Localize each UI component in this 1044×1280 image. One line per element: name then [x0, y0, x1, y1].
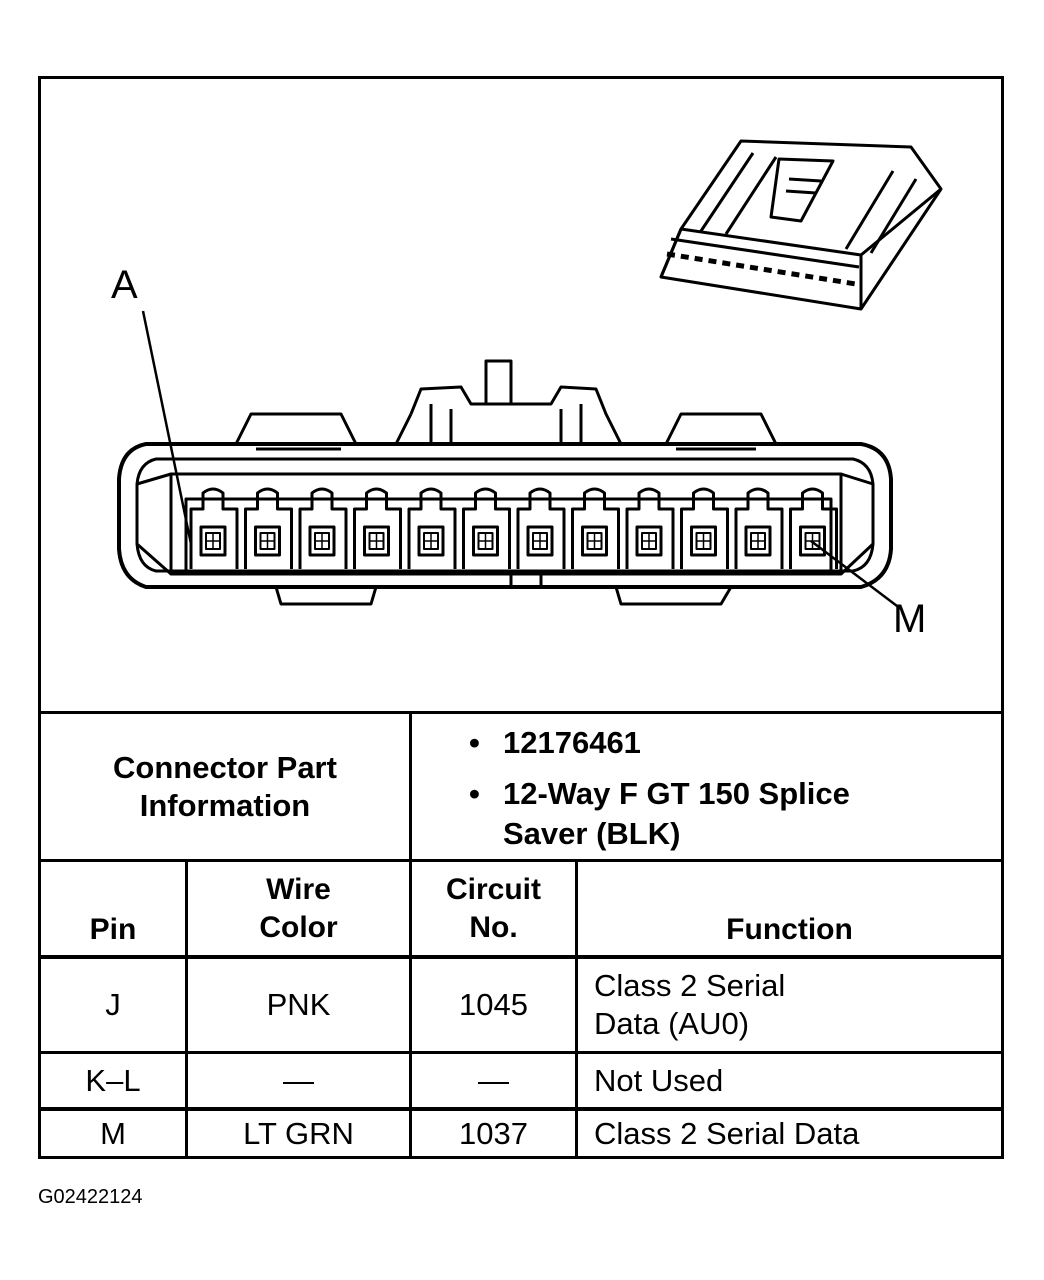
divider-partinfo-vertical [409, 711, 412, 861]
header-pin-text: Pin [89, 913, 137, 946]
row-kl-wire-color-text: — [283, 1062, 314, 1098]
row-j-circuit: 1045 [412, 959, 575, 1051]
terminal-cavity [734, 487, 784, 569]
row-j-pin-text: J [105, 987, 121, 1022]
header-circuit-no: Circuit No. [412, 862, 575, 955]
row-j-wire-color-text: PNK [266, 987, 331, 1022]
divider-partinfo-header [41, 859, 1001, 862]
terminal-cavity [625, 487, 675, 569]
terminal-cavity [571, 487, 620, 569]
row-j-wire-color: PNK [188, 959, 409, 1051]
terminal-cavity [516, 487, 566, 569]
row-m-function: Class 2 Serial Data [594, 1111, 994, 1156]
row-kl-circuit-text: — [478, 1062, 509, 1098]
row-kl-circuit: — [412, 1054, 575, 1107]
terminal-cavities [189, 487, 838, 569]
row-j-pin: J [41, 959, 185, 1051]
terminal-cavity [298, 487, 348, 569]
row-m-wire-color: LT GRN [188, 1111, 409, 1156]
row-m-pin-text: M [100, 1115, 126, 1151]
figure-id: G02422124 [38, 1186, 143, 1208]
row-j-circuit-text: 1045 [459, 987, 528, 1022]
pin-a-leader-line [141, 310, 193, 545]
part-info-label-text: Connector Part Information [113, 749, 337, 823]
part-number-bullet: • 12176461 [469, 723, 641, 763]
header-wire-color: Wire Color [188, 862, 409, 955]
header-circuit-no-text: Circuit No. [445, 872, 541, 944]
row-j-function-text: Class 2 Serial Data (AU0) [594, 968, 786, 1041]
row-kl-wire-color: — [188, 1054, 409, 1107]
row-m-pin: M [41, 1111, 185, 1156]
terminal-cavity [353, 487, 402, 569]
divider-col-pin [185, 859, 188, 1159]
pin-m-label: M [893, 597, 927, 641]
terminal-cavity [407, 487, 457, 569]
header-function: Function [578, 862, 1001, 955]
row-m-function-text: Class 2 Serial Data [594, 1115, 860, 1151]
terminal-cavity [680, 487, 729, 569]
row-m-wire-color-text: LT GRN [243, 1115, 354, 1151]
header-wire-color-text: Wire Color [259, 872, 338, 944]
row-m-circuit-text: 1037 [459, 1115, 528, 1151]
row-j-function: Class 2 Serial Data (AU0) [594, 959, 994, 1051]
pin-a-label: A [111, 263, 138, 307]
header-pin: Pin [41, 862, 185, 955]
bullet-icon: • [469, 776, 480, 811]
divider-row2-row3 [41, 1107, 1001, 1111]
part-description-bullet: • 12-Way F GT 150 Splice Saver (BLK) [469, 774, 850, 854]
bullet-icon: • [469, 725, 480, 760]
row-kl-pin-text: K–L [85, 1062, 141, 1098]
divider-header-row1 [41, 955, 1001, 959]
terminal-cavity [189, 487, 239, 569]
row-kl-pin: K–L [41, 1054, 185, 1107]
connector-isometric-view [659, 139, 943, 311]
divider-diagram-table [41, 711, 1001, 714]
divider-col-wire [409, 859, 412, 1159]
part-info-label: Connector Part Information [41, 714, 409, 859]
pin-m-leader-line [810, 540, 902, 610]
part-description: 12-Way F GT 150 Splice Saver (BLK) [503, 776, 850, 851]
divider-col-circuit [575, 859, 578, 1159]
connector-diagram [117, 139, 943, 610]
row-kl-function: Not Used [594, 1054, 994, 1107]
terminal-cavity [462, 487, 511, 569]
row-kl-function-text: Not Used [594, 1062, 724, 1098]
terminal-cavity [244, 487, 293, 569]
header-function-text: Function [726, 913, 853, 946]
connector-end-view-frame: A M Connector Part Information • 12176461… [38, 76, 1004, 1159]
connector-face-view [117, 359, 893, 606]
row-m-circuit: 1037 [412, 1111, 575, 1156]
part-number: 12176461 [503, 725, 641, 760]
divider-row1-row2 [41, 1051, 1001, 1054]
